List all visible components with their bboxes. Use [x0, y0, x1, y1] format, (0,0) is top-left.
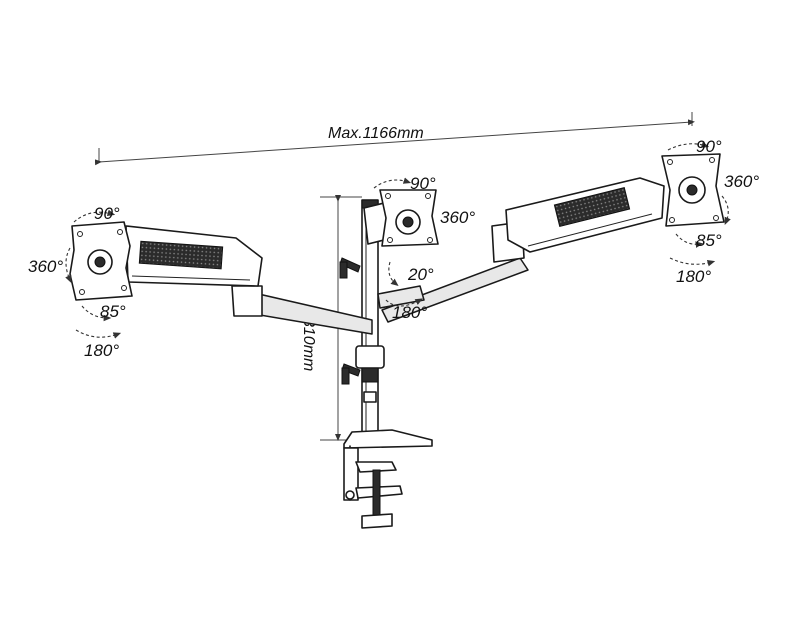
right-rotate-arc — [721, 195, 731, 226]
left-swivel-arc — [75, 329, 122, 339]
right-tilt-up-label: 90° — [696, 137, 722, 156]
center-rotate-label: 360° — [440, 208, 475, 227]
max-width-label: Max.1166mm — [328, 125, 424, 142]
clamp-screw — [372, 469, 381, 517]
left-rotate-arc — [65, 247, 72, 284]
right-tilt-down-arc — [675, 233, 704, 248]
clamp-upper-jaw — [355, 461, 397, 473]
right-spring-grille — [553, 187, 631, 227]
lower-collar — [355, 345, 385, 369]
left-angle-labels: 90° 360° 85° 180° — [28, 204, 126, 360]
left-tilt-up-label: 90° — [94, 204, 120, 223]
right-arm-link — [381, 257, 529, 323]
lower-knob-handle — [341, 367, 350, 385]
cable-clip — [363, 391, 377, 403]
motion-arcs — [65, 141, 731, 339]
center-vesa-plate — [379, 189, 439, 247]
height-label: 310mm — [300, 318, 317, 371]
right-swivel-label: 180° — [676, 267, 711, 286]
clamp-base-plate — [343, 429, 433, 449]
left-swivel-label: 180° — [84, 341, 119, 360]
center-angle-labels: 90° 360° 20° 180° — [392, 174, 475, 322]
left-vesa-plate — [69, 221, 133, 301]
left-arm — [125, 225, 373, 335]
collar-band — [361, 367, 379, 383]
center-small-tilt-arc — [388, 261, 399, 287]
center-swivel-label: 180° — [392, 303, 427, 322]
right-rotate-label: 360° — [724, 172, 759, 191]
right-swivel-arc — [669, 257, 716, 267]
clamp-body — [343, 447, 359, 501]
clamp-pad — [361, 513, 393, 529]
right-tilt-down-label: 85° — [696, 231, 722, 250]
dim-line-width — [94, 119, 695, 166]
upper-knob-handle — [339, 261, 348, 279]
pole-and-clamp — [343, 199, 433, 529]
max-width-dimension: Max.1166mm — [94, 112, 695, 166]
left-spring-grille — [138, 240, 224, 270]
center-tilt-label: 20° — [407, 265, 434, 284]
left-arm-joint — [231, 285, 263, 317]
left-rotate-label: 360° — [28, 257, 63, 276]
center-swivel-arc — [385, 298, 423, 307]
left-tilt-down-label: 85° — [100, 302, 126, 321]
right-vesa-plate — [661, 153, 725, 227]
height-knobs — [339, 257, 361, 385]
center-tilt-arc — [373, 177, 412, 189]
right-arm — [381, 177, 665, 323]
center-tilt-up-label: 90° — [410, 174, 436, 193]
center-tilt-joint — [377, 285, 425, 309]
clamp-bolt — [345, 490, 355, 500]
left-tilt-down-arc — [81, 305, 112, 322]
right-angle-labels: 90° 360° 85° 180° — [676, 137, 759, 286]
